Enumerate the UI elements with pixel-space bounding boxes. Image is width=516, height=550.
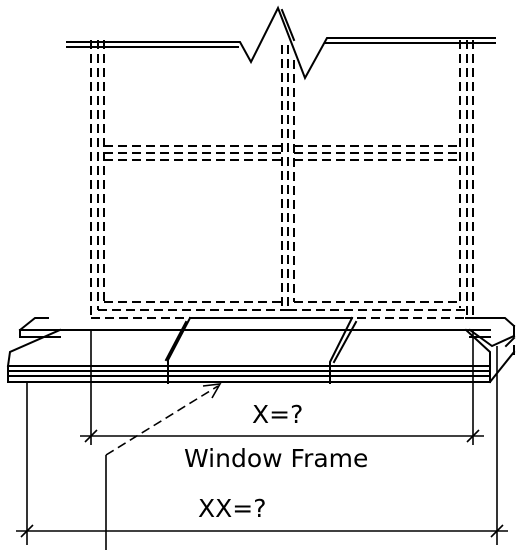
xx-dimension-line	[16, 524, 508, 538]
x-dimension-line	[80, 429, 484, 443]
window-frame-label: Window Frame	[184, 444, 368, 473]
extension-lines	[26, 330, 498, 545]
x-dimension-label: X=?	[252, 400, 303, 429]
window-frame-hidden-lines	[90, 40, 474, 320]
leader-line	[105, 383, 222, 550]
xx-dimension-label: XX=?	[198, 494, 266, 523]
window-sill	[6, 316, 516, 384]
